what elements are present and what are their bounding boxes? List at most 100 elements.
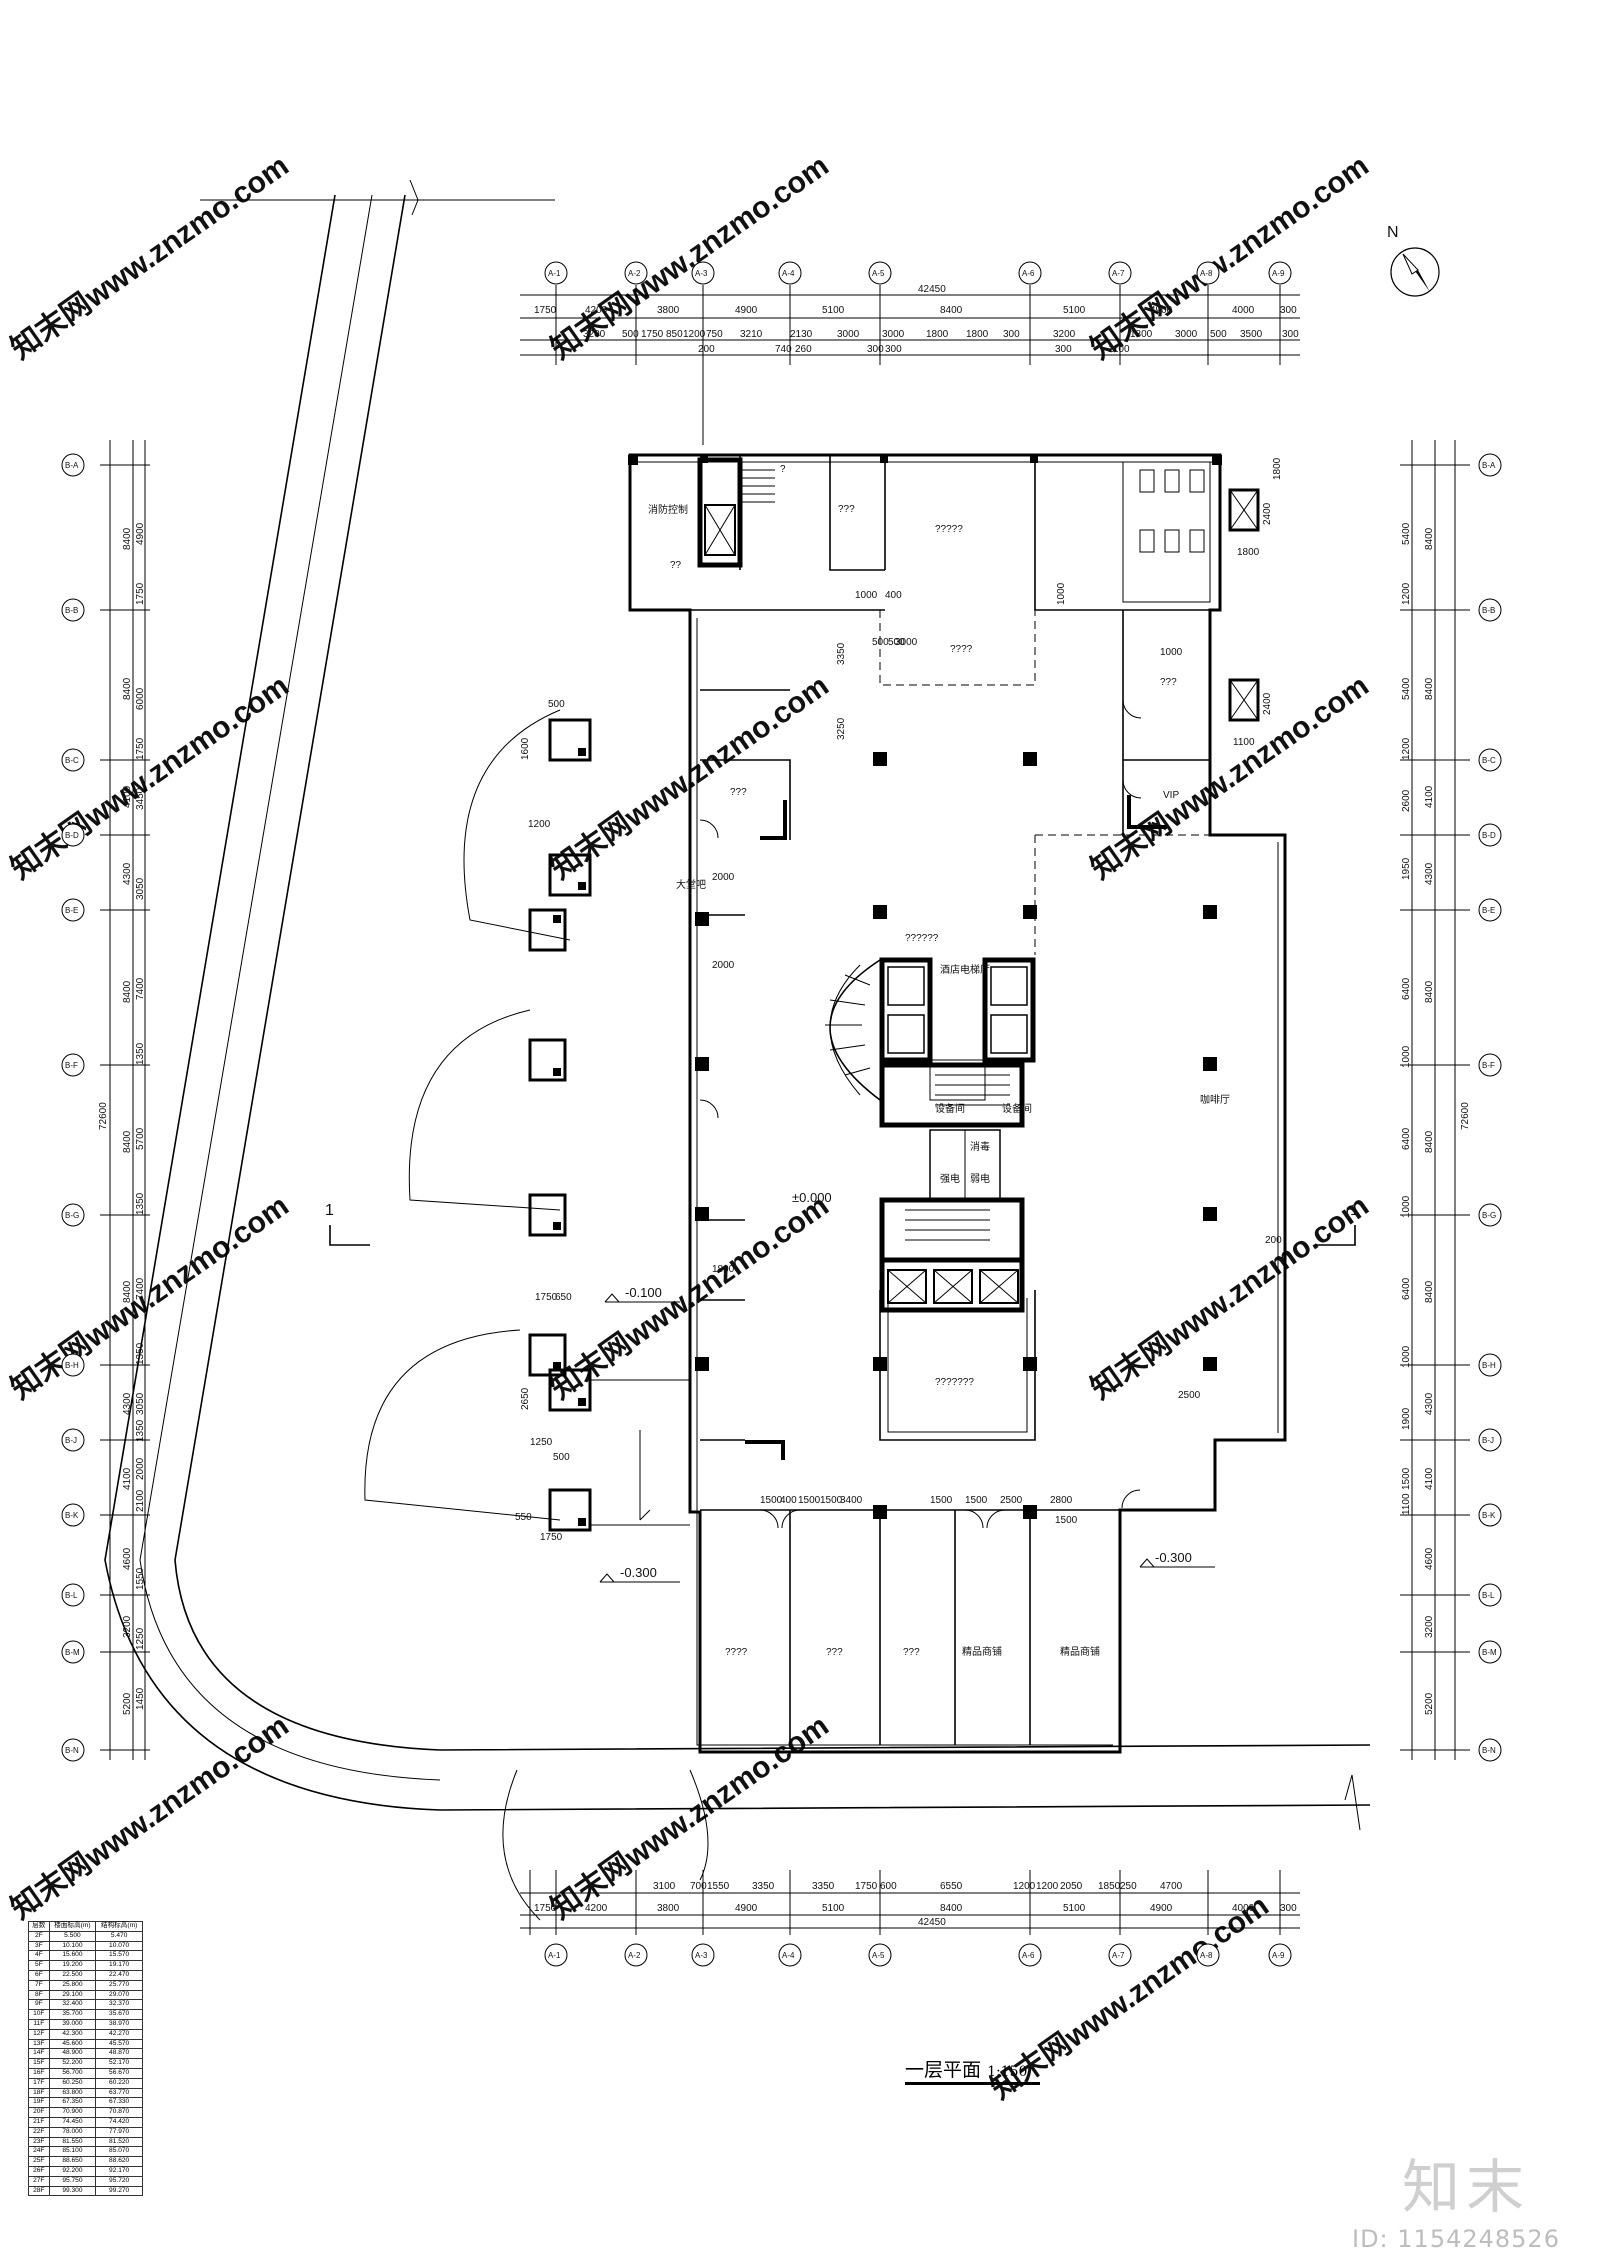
table-cell: 19F: [28, 2097, 50, 2109]
table-cell: 25.800: [48, 1979, 97, 1991]
axis-label: B-M: [65, 1648, 80, 1657]
dim: 500: [872, 637, 889, 648]
axis-label: B-A: [65, 461, 79, 470]
dim: 3000: [895, 637, 918, 648]
dim: 1250: [135, 1627, 146, 1650]
dim: 3400: [840, 1495, 863, 1506]
dim: 1500: [798, 1495, 821, 1506]
table-cell: 19.200: [48, 1960, 97, 1971]
dim: 200: [698, 344, 715, 355]
dim: 2100: [135, 1489, 146, 1512]
dimension-top: 42450 1750 4200 3800 4900 5100 8400 5100…: [520, 284, 1300, 445]
table-cell: 18F: [28, 2087, 50, 2099]
dim: 2000: [712, 960, 735, 971]
table-cell: 25.770: [95, 1979, 143, 1991]
axis-bubbles-right: B-A B-B B-C B-D B-E B-F B-G B-H B-J B-K …: [1478, 453, 1502, 1762]
axis-label: B-A: [1482, 461, 1496, 470]
table-cell: 52.170: [95, 2058, 143, 2069]
dim: 4200: [585, 1903, 608, 1914]
table-cell: 5F: [28, 1960, 50, 1971]
table-cell: 13F: [28, 2038, 50, 2050]
north-label: N: [1387, 224, 1399, 241]
table-cell: 92.200: [48, 2165, 97, 2177]
table-cell: 42.300: [48, 2028, 97, 2040]
room-label: 强电: [940, 1172, 960, 1185]
dim: 3100: [653, 1881, 676, 1892]
table-cell: 32.370: [95, 1999, 143, 2011]
dim: 500: [1210, 329, 1227, 340]
dim: 650: [555, 1292, 572, 1303]
room-label: ???: [903, 1647, 920, 1658]
room-label: 设备间: [1002, 1102, 1032, 1115]
dim: 2500: [1178, 1390, 1201, 1401]
dim: 4000: [1232, 305, 1255, 316]
site-road: [104, 179, 1371, 1921]
dim: 550: [515, 1512, 532, 1523]
dim: 1600: [520, 737, 531, 760]
dim: 1800: [1130, 329, 1153, 340]
room-label: ???: [826, 1647, 843, 1658]
axis-label: B-F: [65, 1061, 78, 1070]
dim: 300: [1282, 329, 1299, 340]
dim: 1900: [1401, 1407, 1412, 1430]
axis-label: B-G: [1482, 1211, 1496, 1220]
dim: 4100: [1424, 1467, 1435, 1490]
building-outline: [628, 453, 1287, 1754]
level-marks: ±0.000 -0.100 -0.300 -0.300: [599, 1190, 1215, 1583]
axis-label: A-3: [695, 1951, 708, 1960]
dim-bottom-total: 42450: [918, 1917, 946, 1928]
table-cell: 56.700: [48, 2067, 97, 2079]
axis-label: A-9: [1272, 269, 1285, 278]
dim: 1750: [855, 1881, 878, 1892]
axis-label: A-5: [872, 1951, 885, 1960]
table-cell: 14F: [28, 2048, 50, 2060]
dim: 7400: [135, 977, 146, 1000]
dim: 8400: [940, 1903, 963, 1914]
room-label: ?: [780, 464, 786, 475]
dim: 2500: [1000, 1495, 1023, 1506]
watermark: 知末网www.znzmo.com: [5, 669, 295, 886]
table-cell: 32.400: [48, 1999, 97, 2011]
dim: 500: [622, 329, 639, 340]
table-cell: 95.750: [48, 2175, 97, 2187]
dim: 3050: [135, 1392, 146, 1415]
axis-label: B-B: [1482, 606, 1495, 615]
dim: 3350: [752, 1881, 775, 1892]
room-label: ?????: [935, 524, 963, 535]
table-cell: 81.520: [95, 2136, 143, 2148]
dim: 8400: [1424, 1280, 1435, 1303]
dim: 300: [1003, 329, 1020, 340]
table-cell: 2F: [28, 1930, 50, 1942]
dim: 1750: [535, 1292, 558, 1303]
dim: 1950: [1401, 857, 1412, 880]
table-cell: 48.900: [48, 2048, 97, 2060]
axis-label: B-E: [65, 906, 78, 915]
table-cell: 70.870: [95, 2107, 143, 2118]
axis-label: A-6: [1022, 1951, 1035, 1960]
level-plaza: -0.100: [625, 1285, 662, 1300]
dim: 8400: [1424, 1130, 1435, 1153]
dim: 500: [548, 699, 565, 710]
table-cell: 63.800: [48, 2087, 97, 2099]
table-cell: 28F: [28, 2185, 50, 2197]
brand-logo-text: 知末: [1402, 2153, 1531, 2221]
table-cell: 77.970: [95, 2126, 143, 2138]
table-cell: 25F: [28, 2156, 50, 2167]
axis-bubbles-bottom: A-1 A-2 A-3 A-4 A-5 A-6 A-7 A-8 A-9: [544, 1943, 1292, 1967]
axis-label: B-D: [1482, 831, 1496, 840]
room-label: ??: [670, 560, 682, 571]
table-cell: 15.600: [48, 1950, 97, 1962]
table-cell: 22.470: [95, 1969, 143, 1981]
room-label: ???: [730, 787, 747, 798]
dim: 1550: [707, 1881, 730, 1892]
dim: 1000: [1401, 1345, 1412, 1368]
table-cell: 9F: [28, 1999, 50, 2011]
